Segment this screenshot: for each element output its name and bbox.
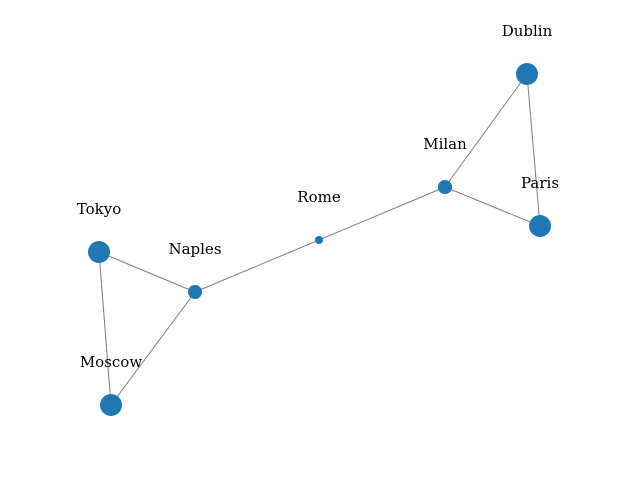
node-dublin	[516, 63, 538, 85]
node-naples	[188, 285, 202, 299]
node-rome	[315, 236, 323, 244]
node-label-dublin: Dublin	[502, 22, 553, 40]
edge-milan-rome	[318, 186, 446, 241]
node-moscow	[100, 394, 122, 416]
nodes-layer	[88, 63, 551, 416]
edge-tokyo-moscow	[98, 251, 112, 406]
node-label-naples: Naples	[168, 240, 221, 258]
node-label-rome: Rome	[297, 188, 341, 206]
edge-milan-paris	[444, 186, 541, 227]
node-paris	[529, 215, 551, 237]
edge-dublin-milan	[444, 73, 528, 188]
node-label-milan: Milan	[423, 135, 467, 153]
node-milan	[438, 180, 452, 194]
node-tokyo	[88, 241, 110, 263]
edges-layer	[98, 73, 541, 406]
edge-rome-naples	[194, 239, 320, 293]
node-label-paris: Paris	[521, 174, 559, 192]
edge-naples-tokyo	[98, 251, 196, 293]
edge-naples-moscow	[110, 291, 196, 406]
edge-dublin-paris	[526, 73, 541, 227]
node-label-moscow: Moscow	[80, 353, 143, 371]
node-label-tokyo: Tokyo	[77, 200, 121, 218]
